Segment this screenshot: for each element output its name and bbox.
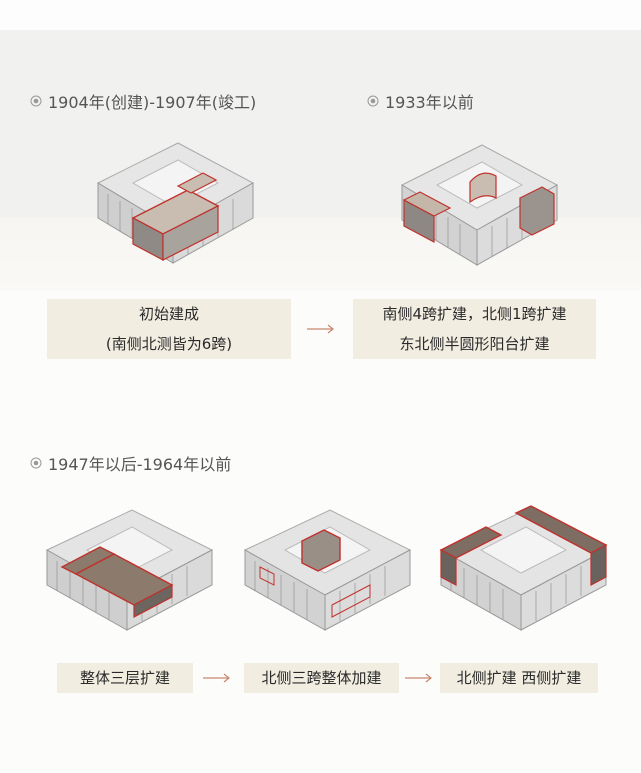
section-heading-1947: 1947年以后-1964年以前: [30, 451, 231, 475]
building-illustration-1947-a: [45, 509, 214, 631]
stage-box-north-three-bays: 北侧三跨整体加建: [244, 663, 399, 693]
building-illustration-1947-b: [243, 509, 412, 631]
stage-line: 北侧扩建 西侧扩建: [456, 669, 582, 687]
stage-box-1933: 南侧4跨扩建，北侧1跨扩建 东北侧半圆形阳台扩建: [353, 299, 596, 359]
page-top-band: [0, 0, 641, 30]
heading-text: 1947年以后-1964年以前: [48, 455, 232, 474]
circle-bullet-icon: [367, 95, 379, 107]
heading-text: 1904年(创建)-1907年(竣工): [48, 93, 257, 112]
stage-box-initial: 初始建成 (南侧北测皆为6跨): [47, 299, 291, 359]
stage-line: 南侧4跨扩建，北侧1跨扩建: [382, 305, 567, 323]
building-illustration-1947-c: [439, 505, 608, 631]
stage-line: 整体三层扩建: [79, 669, 170, 687]
stage-line: (南侧北测皆为6跨): [105, 335, 233, 353]
stage-box-third-floor: 整体三层扩建: [57, 663, 193, 693]
stage-box-north-west: 北侧扩建 西侧扩建: [440, 663, 598, 693]
section-heading-1904: 1904年(创建)-1907年(竣工): [30, 89, 256, 113]
building-illustration-1933: [400, 144, 559, 266]
arrow-right-icon: [405, 673, 432, 683]
arrow-right-icon: [203, 673, 230, 683]
building-illustration-1907: [96, 142, 255, 264]
arrow-right-icon: [307, 324, 334, 334]
circle-bullet-icon: [30, 457, 42, 469]
circle-bullet-icon: [30, 95, 42, 107]
section-heading-1933: 1933年以前: [367, 89, 474, 113]
heading-text: 1933年以前: [385, 93, 474, 112]
stage-line: 北侧三跨整体加建: [261, 669, 382, 687]
stage-line: 东北侧半圆形阳台扩建: [399, 335, 550, 353]
stage-line: 初始建成: [138, 305, 199, 323]
